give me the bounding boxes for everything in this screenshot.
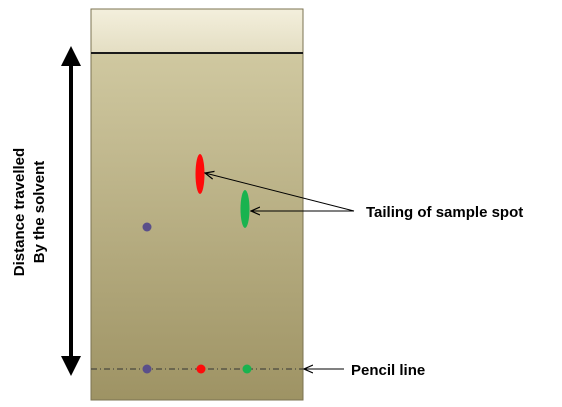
tlc-plate xyxy=(90,8,304,401)
tailing-spot-red xyxy=(195,154,205,194)
origin-spot-red xyxy=(196,364,206,374)
origin-spot-purple xyxy=(142,364,152,374)
distance-label-line1: Distance travelled xyxy=(11,148,28,276)
tailing-arrow-to-red xyxy=(205,173,355,212)
tailing-label: Tailing of sample spot xyxy=(366,204,523,221)
plate-body xyxy=(90,8,304,401)
tailing-spot-green xyxy=(240,190,250,228)
plate-top-region xyxy=(91,9,303,53)
origin-spot-green xyxy=(242,364,252,374)
pencil-line-label: Pencil line xyxy=(351,362,425,379)
distance-label-line2: By the solvent xyxy=(31,161,48,264)
developed-spot-purple xyxy=(142,222,152,232)
